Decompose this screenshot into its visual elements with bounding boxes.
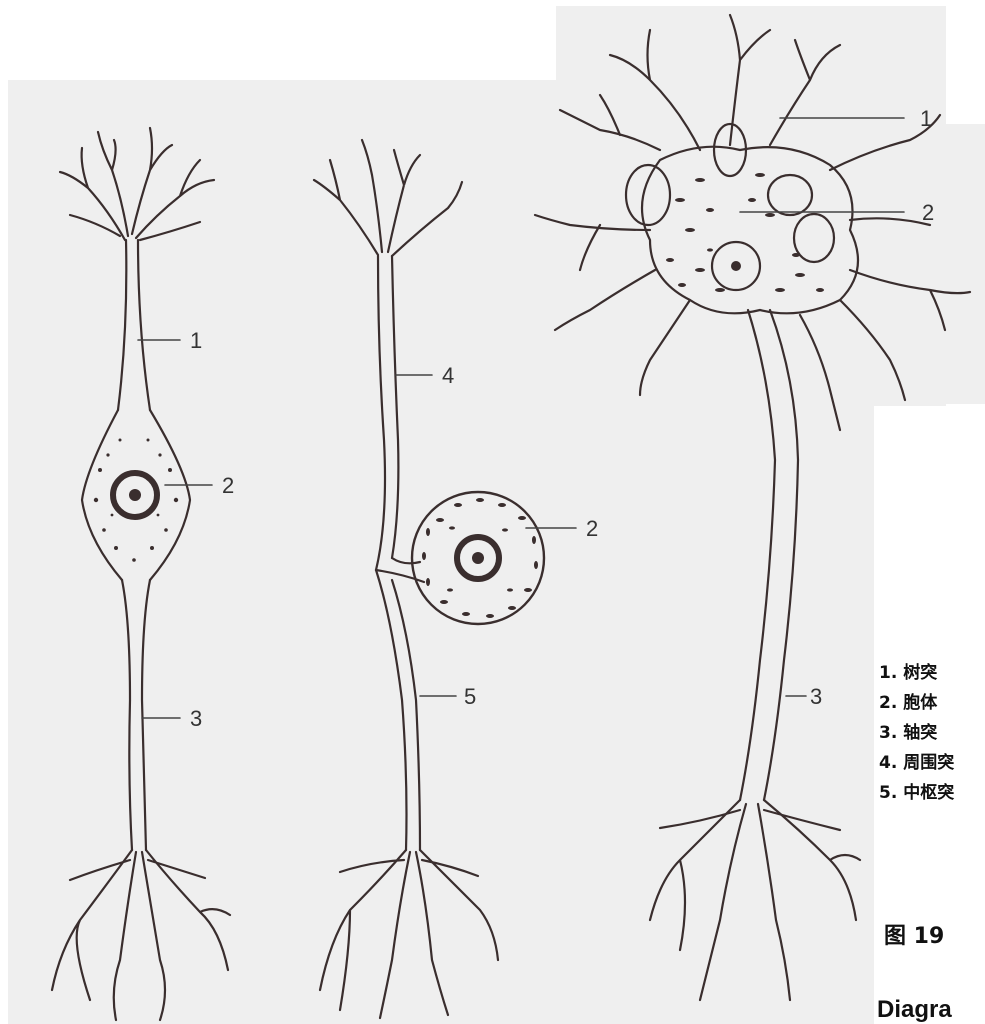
legend-item-peripheral-process: 4. 周围突 <box>879 748 985 778</box>
callout-label: 2 <box>586 518 598 540</box>
multipolar-neuron <box>535 15 970 1000</box>
callout-label: 3 <box>810 686 822 708</box>
callout-leaders <box>138 118 904 718</box>
figure-caption: 图 19 <box>884 918 985 950</box>
callout-label: 3 <box>190 708 202 730</box>
callout-label: 2 <box>922 202 934 224</box>
callout-label: 1 <box>190 330 202 352</box>
legend: 1. 树突 2. 胞体 3. 轴突 4. 周围突 5. 中枢突 <box>879 658 985 808</box>
callout-label: 5 <box>464 686 476 708</box>
callout-label: 4 <box>442 365 454 387</box>
pseudounipolar-nucleolus <box>472 552 484 564</box>
callout-label: 2 <box>222 475 234 497</box>
legend-item-dendrite: 1. 树突 <box>879 658 985 688</box>
legend-item-axon: 3. 轴突 <box>879 718 985 748</box>
legend-item-soma: 2. 胞体 <box>879 688 985 718</box>
bipolar-nucleolus <box>129 489 141 501</box>
bipolar-neuron <box>52 128 230 1020</box>
figure-caption-english: Diagra <box>877 996 985 1024</box>
multipolar-nucleolus <box>731 261 741 271</box>
legend-item-central-process: 5. 中枢突 <box>879 778 985 808</box>
callout-label: 1 <box>920 108 932 130</box>
